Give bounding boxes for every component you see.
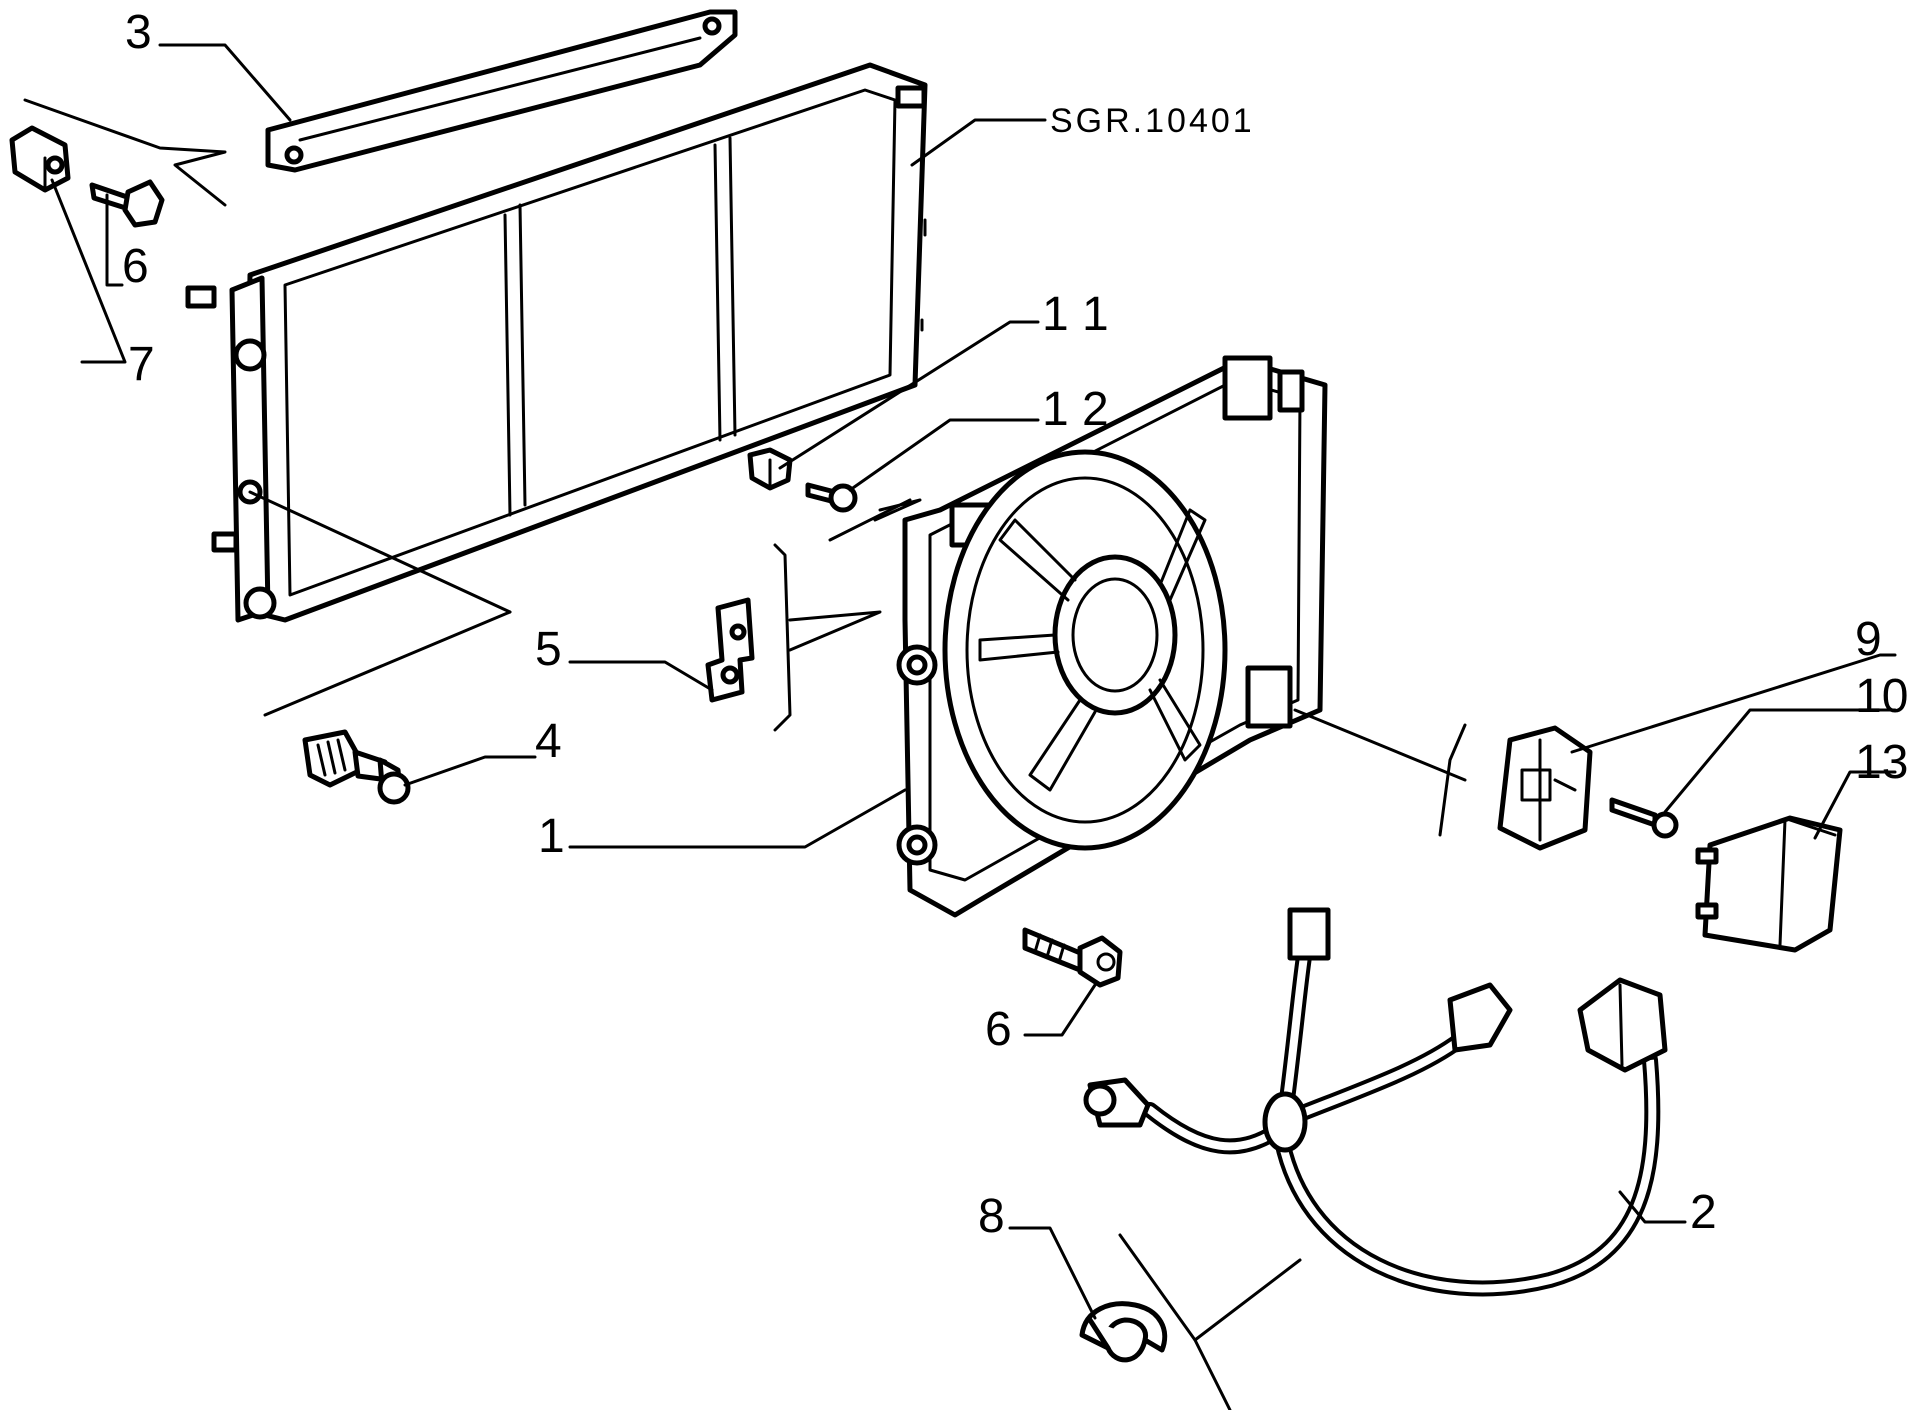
assembly-lines xyxy=(248,490,1467,1410)
bolt-part-6-upper xyxy=(89,179,165,228)
callout-leaders xyxy=(50,43,1897,1320)
callout-6-lower: 6 xyxy=(985,1003,1012,1056)
bracket-plate-part-5 xyxy=(705,597,755,703)
callout-6-upper: 6 xyxy=(122,240,149,293)
screw-part-12 xyxy=(805,482,858,513)
callout-13: 13 xyxy=(1855,736,1908,789)
cover-part-13 xyxy=(1695,815,1843,953)
screw-part-10 xyxy=(1609,797,1679,839)
callout-8: 8 xyxy=(978,1190,1005,1243)
fan-shroud-part-1 xyxy=(896,355,1328,918)
bolt-part-6-lower xyxy=(1022,927,1123,988)
upper-bracket xyxy=(265,9,738,173)
radiator xyxy=(185,62,928,623)
callout-1: 1 xyxy=(538,810,565,863)
resistor-part-9 xyxy=(1497,725,1593,851)
callout-3: 3 xyxy=(125,6,152,59)
wiring-harness-part-2 xyxy=(1083,907,1668,1297)
callout-2: 2 xyxy=(1690,1186,1717,1239)
nut-part-11 xyxy=(747,447,793,491)
callout-9: 9 xyxy=(1855,613,1882,666)
callout-4: 4 xyxy=(535,715,562,768)
callout-labels: 3 SGR.10401 6 7 1 1 1 2 5 4 1 9 10 13 6 … xyxy=(122,6,1908,1243)
callout-5: 5 xyxy=(535,623,562,676)
callout-7: 7 xyxy=(128,338,155,391)
clip-part-8 xyxy=(1079,1301,1168,1363)
callout-11: 1 1 xyxy=(1042,288,1109,341)
callout-10: 10 xyxy=(1855,670,1908,723)
callout-12: 1 2 xyxy=(1042,383,1109,436)
reference-code: SGR.10401 xyxy=(1050,102,1255,140)
sensor-part-4 xyxy=(302,729,411,805)
clip-part-7 xyxy=(9,125,71,193)
